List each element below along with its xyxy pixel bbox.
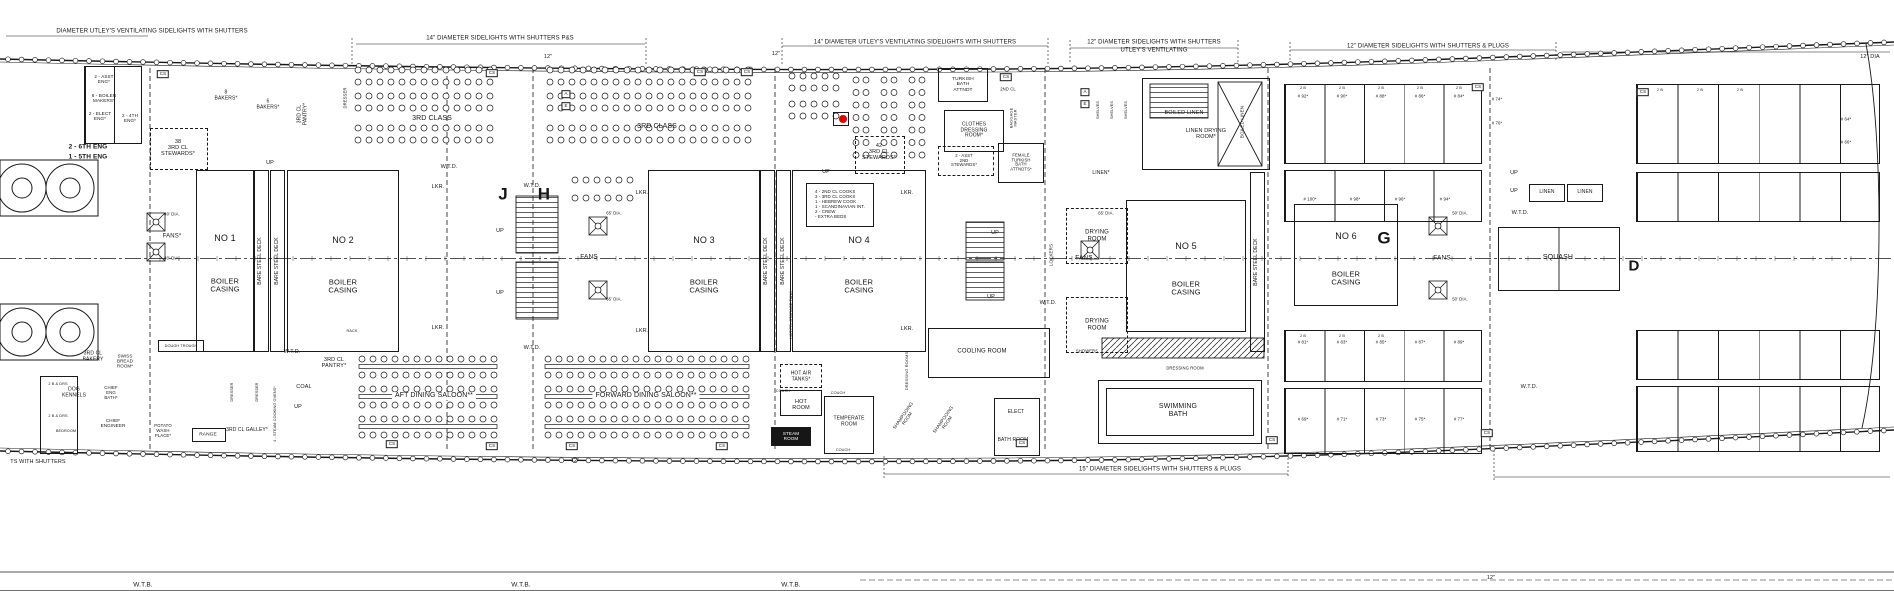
fan-icon bbox=[146, 242, 166, 262]
berth-cluster-6 bbox=[571, 176, 634, 184]
berth-cluster-7 bbox=[571, 194, 634, 202]
next-deck-strip bbox=[0, 571, 1894, 591]
fan-icon bbox=[588, 280, 608, 300]
shower-stalls bbox=[1101, 337, 1265, 359]
dining-tables-0 bbox=[358, 355, 498, 439]
fan-icon bbox=[588, 216, 608, 236]
berth-cluster-12 bbox=[908, 76, 926, 159]
boiled-linen-cross-box bbox=[1217, 81, 1263, 167]
linen-drying-racks bbox=[1149, 83, 1209, 119]
berth-cluster-1 bbox=[354, 92, 494, 112]
berth-cluster-0 bbox=[354, 66, 494, 86]
fan-icon bbox=[146, 212, 166, 232]
berth-cluster-9 bbox=[788, 100, 840, 120]
dining-tables-1 bbox=[544, 355, 750, 439]
berth-cluster-5 bbox=[546, 124, 752, 144]
generated-fittings bbox=[5, 39, 1887, 465]
berth-cluster-4 bbox=[546, 92, 752, 112]
dimension-lines bbox=[6, 35, 1890, 480]
hull-outline bbox=[0, 41, 1894, 463]
berth-cluster-10 bbox=[852, 76, 870, 159]
watertight-bulkheads bbox=[149, 68, 1491, 452]
berth-cluster-2 bbox=[354, 124, 494, 144]
fan-icon bbox=[1428, 280, 1448, 300]
engine-drawing bbox=[0, 159, 99, 361]
fan-icon bbox=[1428, 216, 1448, 236]
frame-ticks bbox=[159, 256, 1852, 261]
stairs-and-racks bbox=[515, 81, 1560, 359]
portholes-hull-top bbox=[5, 39, 1887, 73]
berth-cluster-11 bbox=[880, 76, 898, 159]
fan-icon bbox=[1080, 240, 1100, 260]
berth-cluster-8 bbox=[788, 72, 840, 92]
